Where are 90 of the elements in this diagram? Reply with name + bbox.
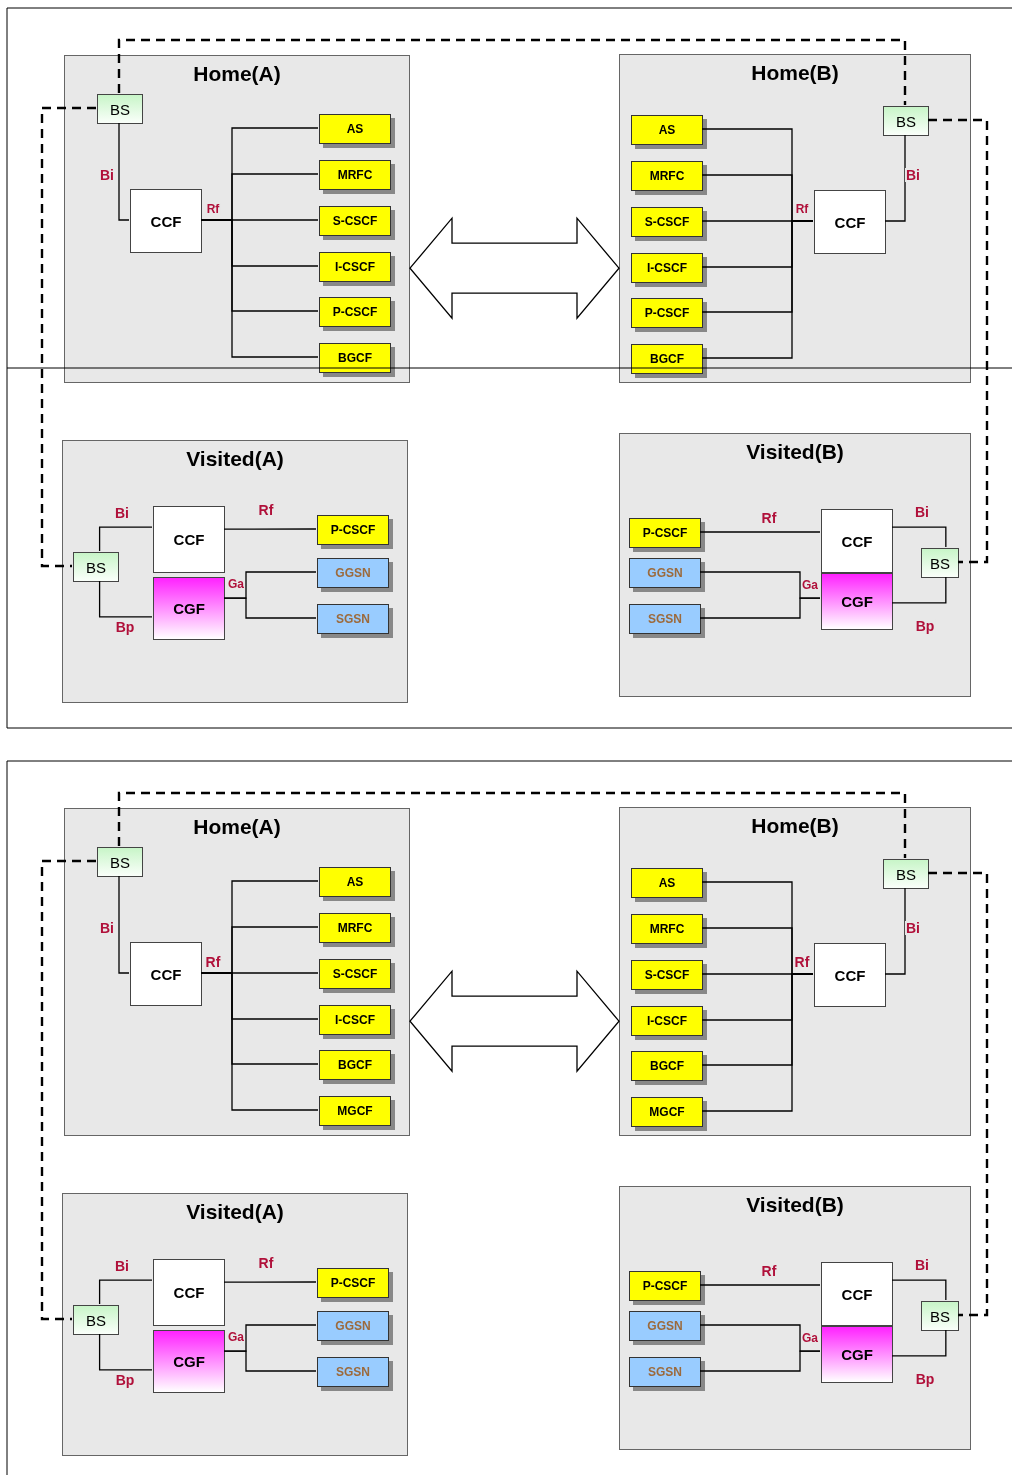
connector-line bbox=[884, 887, 906, 975]
function-box: CCF bbox=[821, 509, 893, 573]
connector-line bbox=[891, 1329, 947, 1357]
interface-label: Bi bbox=[914, 505, 930, 519]
interface-label: Ga bbox=[227, 578, 245, 590]
interface-label: Bi bbox=[114, 506, 130, 520]
interface-label: Bi bbox=[914, 1258, 930, 1272]
connector-line bbox=[891, 576, 947, 604]
connector-line bbox=[223, 597, 317, 619]
panel-title: Visited(A) bbox=[185, 447, 285, 471]
panel-title: Visited(B) bbox=[745, 1193, 845, 1217]
function-box: CCF bbox=[130, 942, 202, 1006]
double-arrow bbox=[409, 216, 620, 320]
interface-label: Bp bbox=[914, 619, 936, 633]
interface-label: Bi bbox=[114, 1259, 130, 1273]
billing-system-box: BS bbox=[921, 1301, 959, 1331]
panel-title: Visited(B) bbox=[745, 440, 845, 464]
domain-panel bbox=[64, 55, 410, 383]
connector-line bbox=[118, 122, 130, 221]
connector-line bbox=[699, 531, 821, 533]
dashed-connector bbox=[117, 791, 907, 858]
interface-label: Rf bbox=[760, 511, 778, 525]
domain-panel bbox=[62, 440, 408, 703]
interface-label: Rf bbox=[794, 203, 810, 215]
function-box: CCF bbox=[130, 189, 202, 253]
function-box: CCF bbox=[814, 943, 886, 1007]
billing-system-box: BS bbox=[97, 94, 143, 124]
panel-title: Home(B) bbox=[750, 814, 840, 838]
billing-system-box: BS bbox=[73, 1305, 119, 1335]
dashed-connector bbox=[117, 38, 907, 105]
interface-label: Rf bbox=[760, 1264, 778, 1278]
connector-line bbox=[118, 875, 130, 974]
function-box: CCF bbox=[153, 1259, 225, 1326]
connector-line bbox=[699, 597, 821, 619]
gateway-function-box: CGF bbox=[821, 1326, 893, 1383]
panel-title: Home(A) bbox=[192, 815, 282, 839]
billing-system-box: BS bbox=[73, 552, 119, 582]
interface-label: Bi bbox=[905, 921, 921, 935]
interface-label: Rf bbox=[793, 955, 811, 969]
connector-line bbox=[223, 1281, 317, 1283]
interface-label: Rf bbox=[204, 955, 222, 969]
interface-label: Bp bbox=[114, 1373, 136, 1387]
billing-system-box: BS bbox=[883, 859, 929, 889]
function-box: CCF bbox=[821, 1262, 893, 1326]
interface-label: Rf bbox=[257, 503, 275, 517]
interface-label: Bi bbox=[99, 921, 115, 935]
domain-panel bbox=[619, 807, 971, 1136]
panel-title: Visited(A) bbox=[185, 1200, 285, 1224]
interface-label: Ga bbox=[801, 1332, 819, 1344]
billing-system-box: BS bbox=[883, 106, 929, 136]
function-box: CCF bbox=[814, 190, 886, 254]
interface-label: Bi bbox=[99, 168, 115, 182]
connector-line bbox=[699, 1350, 821, 1372]
function-box: CCF bbox=[153, 506, 225, 573]
connector-line bbox=[223, 1350, 317, 1372]
connector-line bbox=[701, 220, 814, 359]
connector-line bbox=[98, 1333, 153, 1371]
interface-label: Ga bbox=[801, 579, 819, 591]
dashed-connector bbox=[40, 859, 96, 1321]
double-arrow bbox=[409, 969, 620, 1073]
connector-line bbox=[98, 580, 153, 618]
billing-system-box: BS bbox=[921, 548, 959, 578]
connector-line bbox=[891, 1279, 947, 1301]
domain-panel bbox=[62, 1193, 408, 1456]
connector-line bbox=[891, 526, 947, 548]
domain-panel bbox=[619, 433, 971, 697]
interface-label: Bi bbox=[905, 168, 921, 182]
interface-label: Rf bbox=[205, 203, 221, 215]
gateway-function-box: CGF bbox=[153, 1330, 225, 1393]
panel-title: Home(B) bbox=[750, 61, 840, 85]
connector-line bbox=[223, 528, 317, 530]
connector-line bbox=[699, 1284, 821, 1286]
interface-label: Bp bbox=[114, 620, 136, 634]
domain-panel bbox=[64, 808, 410, 1136]
dashed-connector bbox=[40, 106, 96, 568]
connector-line bbox=[884, 134, 906, 222]
panel-title: Home(A) bbox=[192, 62, 282, 86]
interface-label: Ga bbox=[227, 1331, 245, 1343]
connector-line bbox=[98, 1279, 153, 1305]
interface-label: Rf bbox=[257, 1256, 275, 1270]
domain-panel bbox=[619, 1186, 971, 1450]
dashed-connector bbox=[928, 118, 989, 564]
billing-system-box: BS bbox=[97, 847, 143, 877]
connector-line bbox=[98, 526, 153, 552]
gateway-function-box: CGF bbox=[821, 573, 893, 630]
connector-line bbox=[701, 973, 814, 1112]
dashed-connector bbox=[928, 871, 989, 1317]
gateway-function-box: CGF bbox=[153, 577, 225, 640]
interface-label: Bp bbox=[914, 1372, 936, 1386]
domain-panel bbox=[619, 54, 971, 383]
